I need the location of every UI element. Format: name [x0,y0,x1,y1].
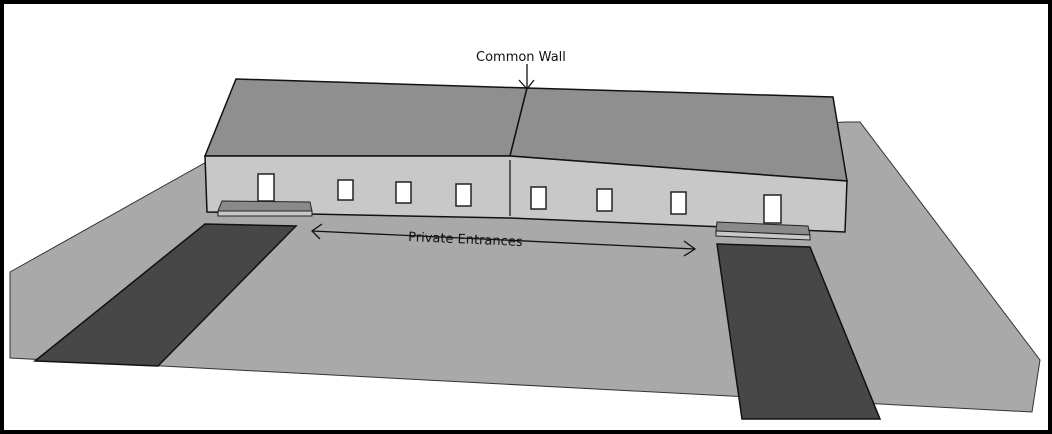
window [670,191,687,215]
left-step [217,200,313,212]
private-entrances-arrow [310,223,697,257]
roof-left [203,78,528,157]
window [395,181,412,204]
private-entrances-label: Private Entrances [408,230,523,250]
common-wall-label: Common Wall [476,50,566,65]
common-wall-arrow [518,64,535,91]
right-step-base [715,230,811,241]
window [530,186,547,210]
left-door [257,173,275,202]
left-driveway [32,223,298,367]
window [455,183,472,207]
right-door [763,194,782,224]
doors-and-windows [257,173,782,224]
window [337,179,354,201]
left-step-base [217,210,313,217]
right-driveway [716,243,882,420]
window [596,188,613,212]
